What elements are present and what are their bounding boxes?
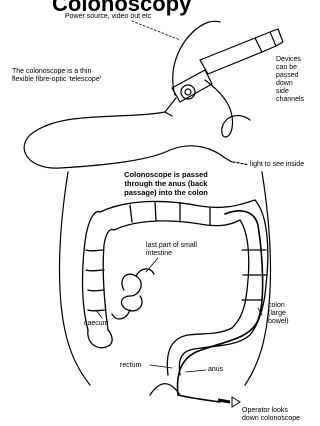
colon-diagram bbox=[83, 200, 268, 375]
label-devices: Devices can be passed down side channels bbox=[276, 56, 304, 104]
label-power-source: Power source, video out etc bbox=[65, 13, 151, 21]
label-colon: colon (large bowel) bbox=[268, 302, 289, 326]
label-caecum: caecum bbox=[84, 320, 109, 328]
label-rectum: rectum bbox=[120, 362, 141, 370]
label-light: light to see inside bbox=[250, 161, 304, 169]
label-operator: Operator looks down colonoscope bbox=[242, 407, 300, 423]
label-small-intestine: last part of small intestine bbox=[146, 242, 197, 258]
eyepiece-icon bbox=[218, 397, 240, 407]
label-colonoscope-description: The colonoscope is a thin flexible fibre… bbox=[12, 68, 101, 84]
label-anus: anus bbox=[208, 366, 223, 374]
label-passed-through-anus: Colonoscope is passed through the anus (… bbox=[116, 170, 216, 197]
colonoscope-device bbox=[24, 21, 283, 168]
